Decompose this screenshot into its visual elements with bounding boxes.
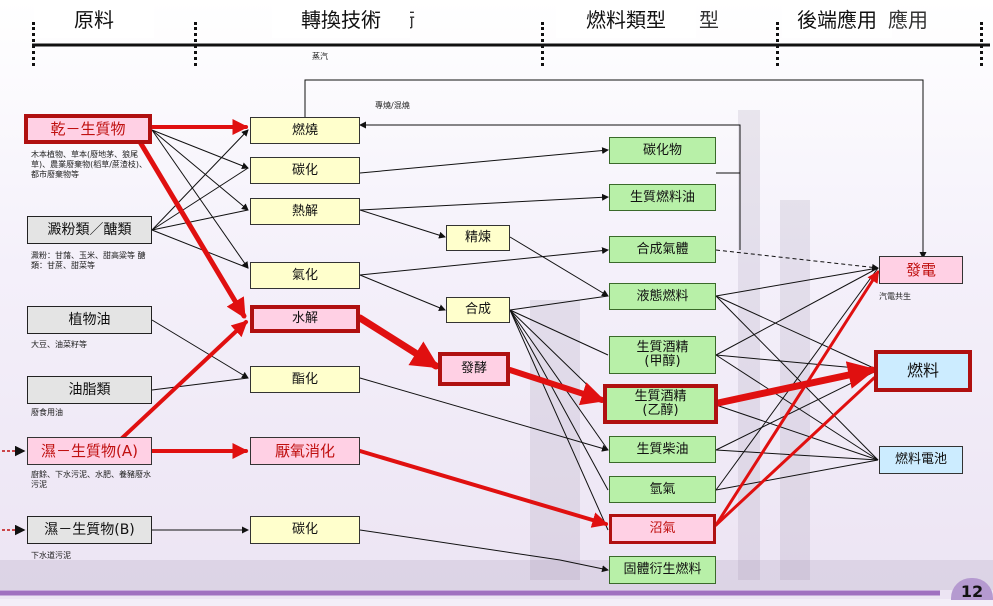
bio-methanol-box: 生質酒精 (甲醇) (609, 336, 716, 374)
connector (509, 309, 609, 356)
syngas-box: 合成氣體 (609, 236, 716, 263)
wet-biomass-b-note: 下水道污泥 (31, 551, 71, 560)
connector (151, 319, 249, 379)
red-connector (358, 449, 609, 528)
connector (151, 377, 249, 391)
gasification-box: 氣化 (250, 262, 360, 289)
connector (509, 236, 609, 297)
refining-box: 精煉 (446, 225, 510, 251)
connector (509, 309, 609, 531)
header-feedstock: 原料 (34, 2, 154, 38)
connector (509, 295, 609, 311)
hydrogen-box: 氫氣 (609, 476, 716, 503)
power-generation-note: 汽電共生 (879, 292, 911, 301)
connector (715, 354, 879, 461)
liquid-fuel-box: 液態燃料 (609, 283, 716, 310)
esterification-box: 酯化 (250, 366, 360, 393)
wet-biomass-a-box: 濕－生質物(A) (27, 437, 152, 465)
hydrolysis-box: 水解 (250, 305, 360, 333)
connector (151, 129, 249, 170)
header-fuel-type-ghost: 型 (699, 8, 719, 32)
fuel-cell-box: 燃料電池 (879, 446, 963, 474)
starch-sugar-box: 澱粉類／醣類 (27, 216, 152, 244)
synthesis-box: 合成 (446, 297, 510, 323)
red-connector (137, 139, 247, 319)
header-conversion: 轉換技術 (272, 2, 410, 38)
bio-oil-box: 生質燃料油 (609, 184, 716, 211)
cogeneration-label: 專燒/混燒 (375, 101, 410, 110)
connector (509, 309, 609, 406)
vegetable-oil-note: 大豆、油菜籽等 (31, 340, 87, 349)
connector (715, 354, 879, 371)
dry-biomass-note: 木本植物、草本(廢地茅、狼尾草)、農業廢棄物(稻草/蔗渣枝)、都市廢棄物等 (31, 150, 148, 179)
connector (715, 295, 879, 371)
red-connector (507, 367, 606, 406)
connector (715, 267, 879, 356)
steam-label: 蒸汽 (312, 52, 328, 61)
connector (151, 129, 249, 211)
header-application: 後端應用 (782, 2, 892, 38)
connector (359, 121, 741, 250)
solid-derived-fuel-box: 固體衍生燃料 (609, 556, 716, 584)
connector (359, 274, 446, 311)
connector (359, 193, 609, 211)
page-number: 12 (951, 578, 993, 601)
anaerobic-digestion-box: 厭氧消化 (250, 437, 360, 465)
connector (359, 209, 446, 239)
connector (509, 309, 609, 451)
bio-ethanol-label: 生質酒精 (634, 389, 687, 404)
connector (151, 229, 249, 269)
connector (359, 529, 561, 561)
connector (715, 449, 879, 461)
connector (359, 377, 609, 452)
fermentation-box: 發酵 (438, 352, 510, 386)
connector (151, 209, 249, 231)
starch-sugar-note: 澱粉：甘藷、玉米、甜高粱等 醣類：甘蔗、甜菜等 (31, 251, 146, 270)
red-connector (714, 376, 876, 527)
fats-note: 廢食用油 (31, 408, 63, 417)
carbonization-box: 碳化 (250, 157, 360, 184)
power-generation-box: 發電 (879, 256, 963, 284)
red-connector (714, 270, 880, 527)
connector (715, 249, 879, 271)
biodiesel-box: 生質柴油 (609, 436, 716, 463)
header-fuel-type: 燃料類型 (556, 2, 696, 38)
fats-box: 油脂類 (27, 376, 152, 404)
bio-methanol-label: 生質酒精 (636, 340, 689, 355)
wet-biomass-b-box: 濕－生質物(B) (27, 516, 152, 544)
connector (715, 404, 879, 461)
connector (715, 295, 879, 461)
header-application-ghost: 應用 (888, 8, 928, 32)
carbonization-b-box: 碳化 (250, 516, 360, 544)
biogas-box: 沼氣 (609, 514, 716, 544)
vegetable-oil-box: 植物油 (27, 306, 152, 334)
background-tower (0, 560, 993, 590)
dry-biomass-box: 乾－生質物 (24, 114, 152, 144)
bio-ethanol-sublabel: (乙醇) (642, 403, 679, 418)
connector (559, 559, 609, 573)
connector (715, 267, 879, 297)
connector (151, 129, 249, 231)
bio-methanol-sublabel: (甲醇) (644, 354, 681, 369)
connector (359, 247, 609, 276)
pyrolysis-box: 熱解 (250, 198, 360, 225)
connector (151, 167, 249, 231)
wet-biomass-a-note: 廚餘、下水污泥、水肥、養豬廢水污泥 (31, 470, 151, 489)
red-connector (714, 361, 877, 407)
red-connector (356, 314, 440, 370)
red-connector (118, 320, 248, 442)
background-tower (530, 300, 580, 580)
connector (715, 267, 879, 491)
connector (509, 309, 609, 491)
bio-ethanol-box: 生質酒精 (乙醇) (603, 384, 718, 424)
connector (359, 147, 609, 174)
fuel-box: 燃料 (874, 350, 972, 392)
combustion-box: 燃燒 (250, 117, 360, 144)
connector (715, 369, 879, 451)
carbide-box: 碳化物 (609, 137, 716, 164)
connector (304, 79, 927, 259)
